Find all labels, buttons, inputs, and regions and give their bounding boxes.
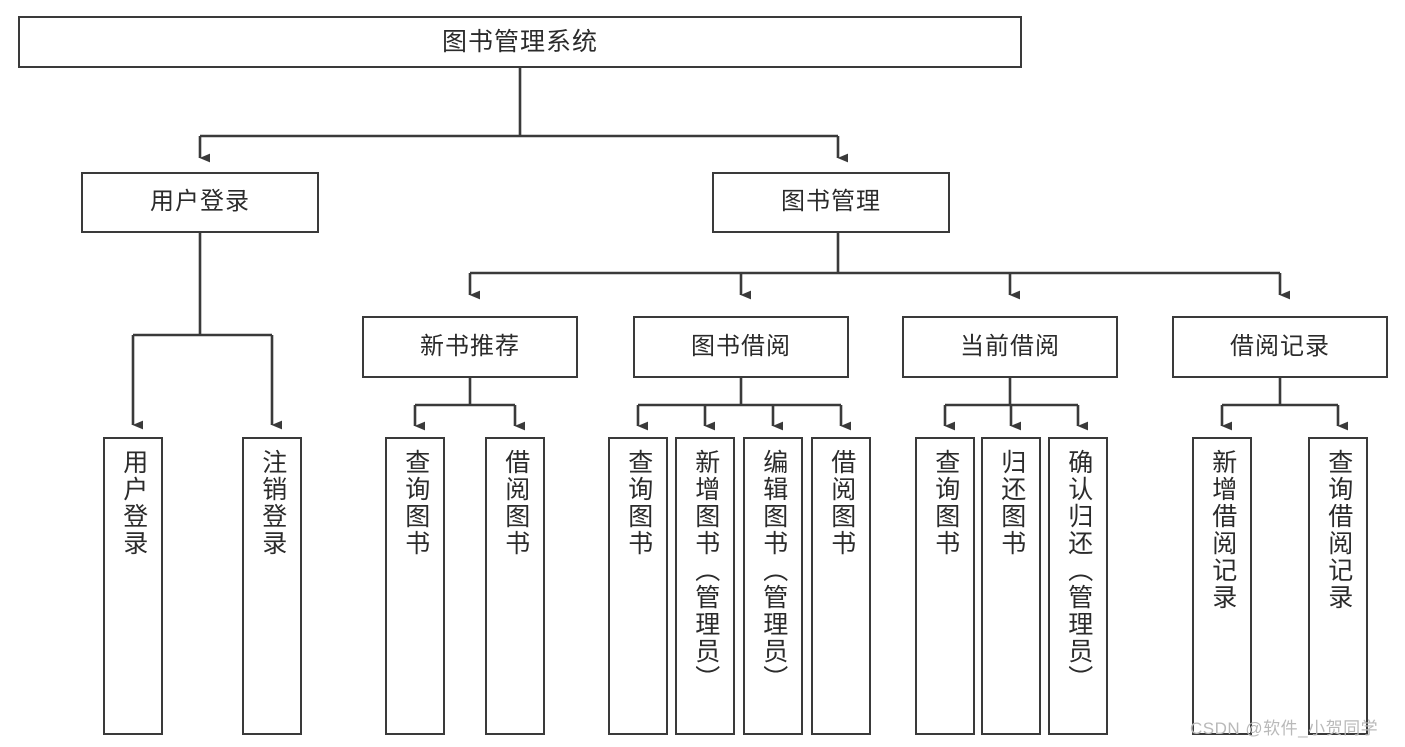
- leaf-user-login-2[interactable]: 注销登录: [242, 437, 302, 735]
- leaf-current-borrow-2-label: 归还图书: [997, 449, 1026, 557]
- node-borrow-record[interactable]: 借阅记录: [1172, 316, 1388, 378]
- node-book-borrow-label: 图书借阅: [691, 332, 791, 360]
- leaf-new-book-1-label: 查询图书: [401, 449, 430, 557]
- node-new-book-recommend-label: 新书推荐: [420, 332, 520, 360]
- node-user-login-label: 用户登录: [150, 188, 250, 216]
- leaf-borrow-record-2-label: 查询借阅记录: [1324, 449, 1353, 611]
- node-book-management[interactable]: 图书管理: [712, 172, 950, 233]
- leaf-new-book-1[interactable]: 查询图书: [385, 437, 445, 735]
- leaf-current-borrow-1[interactable]: 查询图书: [915, 437, 975, 735]
- watermark-text: CSDN @软件_小贺同学: [1190, 719, 1379, 738]
- leaf-new-book-2-label: 借阅图书: [501, 449, 530, 557]
- leaf-book-borrow-2-label: 新增图书（管理员）: [691, 449, 720, 692]
- leaf-current-borrow-1-label: 查询图书: [931, 449, 960, 557]
- node-current-borrow-label: 当前借阅: [960, 332, 1060, 360]
- leaf-book-borrow-3-label: 编辑图书（管理员）: [759, 449, 788, 692]
- node-root-label: 图书管理系统: [441, 28, 598, 56]
- leaf-book-borrow-4[interactable]: 借阅图书: [811, 437, 871, 735]
- leaf-user-login-2-label: 注销登录: [258, 449, 287, 557]
- leaf-current-borrow-3-label: 确认归还（管理员）: [1064, 449, 1093, 692]
- node-book-management-label: 图书管理: [781, 188, 881, 216]
- leaf-book-borrow-1-label: 查询图书: [624, 449, 653, 557]
- leaf-current-borrow-3[interactable]: 确认归还（管理员）: [1048, 437, 1108, 735]
- leaf-book-borrow-3[interactable]: 编辑图书（管理员）: [743, 437, 803, 735]
- node-current-borrow[interactable]: 当前借阅: [902, 316, 1118, 378]
- node-user-login[interactable]: 用户登录: [81, 172, 319, 233]
- leaf-new-book-2[interactable]: 借阅图书: [485, 437, 545, 735]
- leaf-book-borrow-2[interactable]: 新增图书（管理员）: [675, 437, 735, 735]
- leaf-book-borrow-4-label: 借阅图书: [827, 449, 856, 557]
- node-book-borrow[interactable]: 图书借阅: [633, 316, 849, 378]
- leaf-user-login-1-label: 用户登录: [119, 449, 148, 557]
- node-new-book-recommend[interactable]: 新书推荐: [362, 316, 578, 378]
- leaf-borrow-record-1[interactable]: 新增借阅记录: [1192, 437, 1252, 735]
- leaf-current-borrow-2[interactable]: 归还图书: [981, 437, 1041, 735]
- node-root[interactable]: 图书管理系统: [18, 16, 1022, 68]
- leaf-borrow-record-1-label: 新增借阅记录: [1208, 449, 1237, 611]
- node-borrow-record-label: 借阅记录: [1230, 332, 1330, 360]
- leaf-borrow-record-2[interactable]: 查询借阅记录: [1308, 437, 1368, 735]
- leaf-book-borrow-1[interactable]: 查询图书: [608, 437, 668, 735]
- leaf-user-login-1[interactable]: 用户登录: [103, 437, 163, 735]
